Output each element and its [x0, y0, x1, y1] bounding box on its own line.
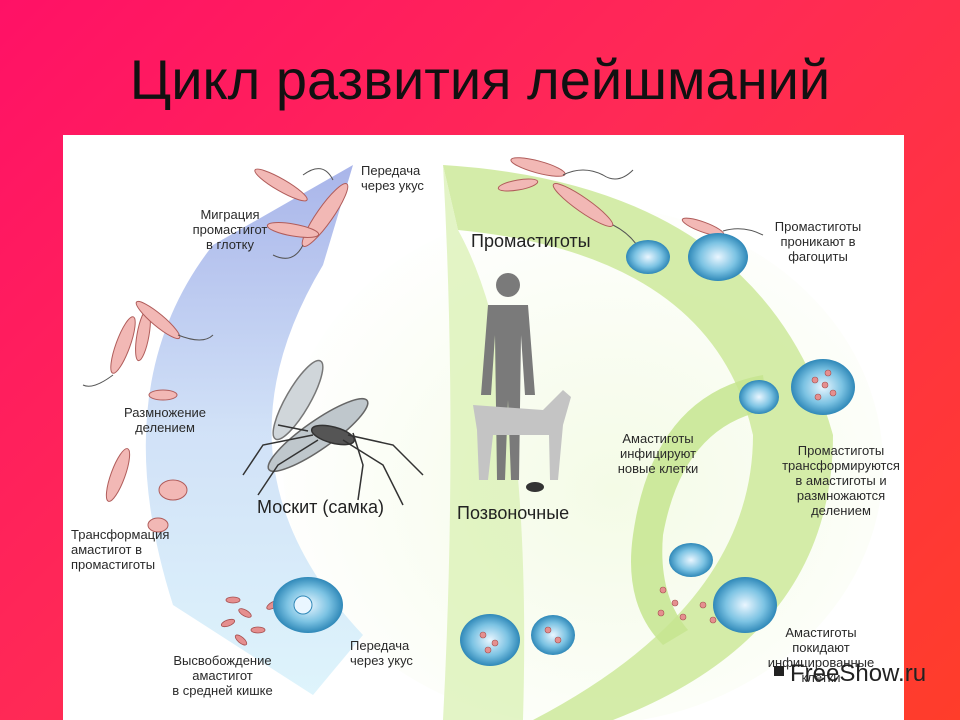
- label-promastigotes: Промастиготы: [471, 231, 591, 251]
- promastigotes-transformation: [105, 448, 188, 533]
- dog-silhouette-icon: [473, 390, 571, 480]
- label-transform: Промастиготы трансформируются в амастиго…: [782, 443, 900, 518]
- human-silhouette-icon: [481, 273, 535, 480]
- label-amastigotes-infect: Амастиготы инфицируют новые клетки: [617, 431, 699, 476]
- label-bite-top: Передача через укус: [361, 163, 424, 193]
- label-bite-bottom: Передача через укус: [350, 638, 413, 668]
- slide-title: Цикл развития лейшманий: [129, 48, 831, 111]
- flagella-multiplication: [82, 334, 214, 387]
- label-penetrate: Промастиготы проникают в фагоциты: [774, 219, 862, 264]
- watermark: FreeShow.ru: [790, 660, 927, 687]
- amastigotes-in-cells: [479, 369, 837, 654]
- vector-stage-arc: [145, 165, 363, 695]
- promastigotes-multiplication: [110, 300, 181, 401]
- mosquito-icon: [242, 359, 424, 506]
- host-cells-right: [460, 233, 855, 666]
- diagram-panel: Передача через укус Миграция промастигот…: [63, 135, 904, 720]
- host-cell-release: [273, 577, 343, 633]
- promastigotes-migration: [254, 168, 349, 247]
- inner-return-arc: [631, 375, 768, 645]
- rodent-icon: [526, 482, 544, 492]
- label-multiplication: Размножение делением: [123, 405, 207, 435]
- label-vertebrates: Позвоночные: [457, 503, 570, 523]
- label-migration: Миграция промастигот в глотку: [192, 207, 268, 252]
- flagella-migration: [272, 168, 334, 259]
- label-leave: Амастиготы покидают инфицированные клетк…: [767, 625, 875, 685]
- watermark-logo-icon: [774, 666, 784, 676]
- life-cycle-diagram: [82, 157, 883, 720]
- label-release: Высвобождение амастигот в средней кишке: [172, 653, 273, 698]
- label-transformation: Трансформация амастигот в промастиготы: [71, 527, 170, 572]
- label-mosquito: Москит (самка): [257, 497, 385, 517]
